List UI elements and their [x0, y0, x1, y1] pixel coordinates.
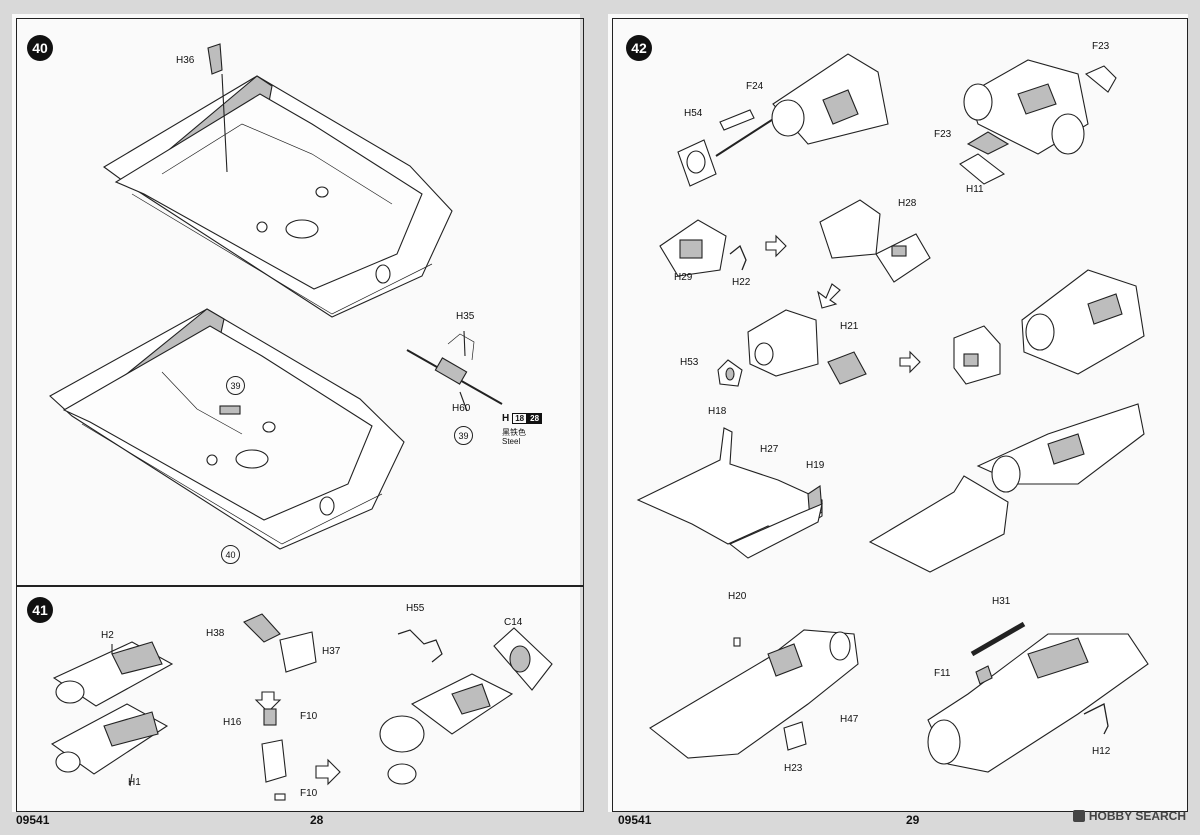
label-h60: H60 [452, 403, 471, 414]
paint-prefix: H [502, 413, 510, 424]
step-41-frame [16, 586, 584, 812]
label-h18: H18 [708, 406, 727, 417]
label-h54: H54 [684, 108, 703, 119]
label-h23: H23 [784, 763, 803, 774]
right-footer-code: 09541 [618, 813, 652, 827]
paint-name-cn: 黑铁色 [502, 428, 526, 437]
ref-step-40: 40 [221, 545, 240, 564]
label-h55: H55 [406, 603, 425, 614]
paint-name-en: Steel [502, 437, 521, 446]
label-h20: H20 [728, 591, 747, 602]
label-h2: H2 [101, 630, 114, 641]
step-41-badge: 41 [27, 597, 53, 623]
ref-step-39-b: 39 [454, 426, 473, 445]
label-h12: H12 [1092, 746, 1111, 757]
hull-upper-drawing [103, 43, 453, 318]
step-42-badge: 42 [626, 35, 652, 61]
watermark: HOBBY SEARCH [1072, 809, 1186, 823]
step-42-drawings [636, 53, 1149, 773]
final-drive-subassembly-drawing [243, 613, 341, 801]
right-footer-page: 29 [906, 813, 920, 827]
step-40-badge: 40 [27, 35, 53, 61]
label-h35: H35 [456, 311, 475, 322]
transmission-halves-drawing [50, 641, 174, 787]
label-h21: H21 [840, 321, 859, 332]
label-f11: F11 [934, 668, 951, 679]
mg-mount-drawing [406, 330, 503, 412]
left-page: 40 41 H36 H35 H60 39 39 40 [12, 14, 584, 827]
label-h47: H47 [840, 714, 859, 725]
transmission-assembly-drawing [379, 627, 553, 785]
label-f24: F24 [746, 81, 764, 92]
label-h11: H11 [966, 184, 984, 195]
paint-callout: H 18 28 [500, 413, 543, 424]
label-h27: H27 [760, 444, 779, 455]
label-h36: H36 [176, 55, 195, 66]
label-h19: H19 [806, 460, 825, 471]
hull-lower-drawing [49, 308, 405, 550]
label-f23-top: F23 [1092, 41, 1110, 52]
paint-code-18: 18 [512, 413, 528, 424]
label-f10-bottom: F10 [300, 788, 318, 799]
label-h53: H53 [680, 357, 699, 368]
label-f10-top: F10 [300, 711, 318, 722]
step-42-frame [612, 18, 1188, 812]
left-footer-page: 28 [310, 813, 324, 827]
right-page: 42 [608, 14, 1188, 827]
label-c14: C14 [504, 617, 523, 628]
ref-step-39-a: 39 [226, 376, 245, 395]
left-footer-code: 09541 [16, 813, 50, 827]
label-f23-left: F23 [934, 129, 952, 140]
label-h16: H16 [223, 717, 242, 728]
paint-code-28: 28 [527, 413, 543, 424]
label-h38: H38 [206, 628, 225, 639]
watermark-text: HOBBY SEARCH [1088, 809, 1186, 823]
label-h29: H29 [674, 272, 693, 283]
label-h31: H31 [992, 596, 1011, 607]
watermark-logo-icon [1072, 810, 1085, 822]
label-h22: H22 [732, 277, 751, 288]
label-h1: H1 [128, 777, 141, 788]
label-h37: H37 [322, 646, 341, 657]
step-40-frame [16, 18, 584, 586]
label-h28: H28 [898, 198, 917, 209]
